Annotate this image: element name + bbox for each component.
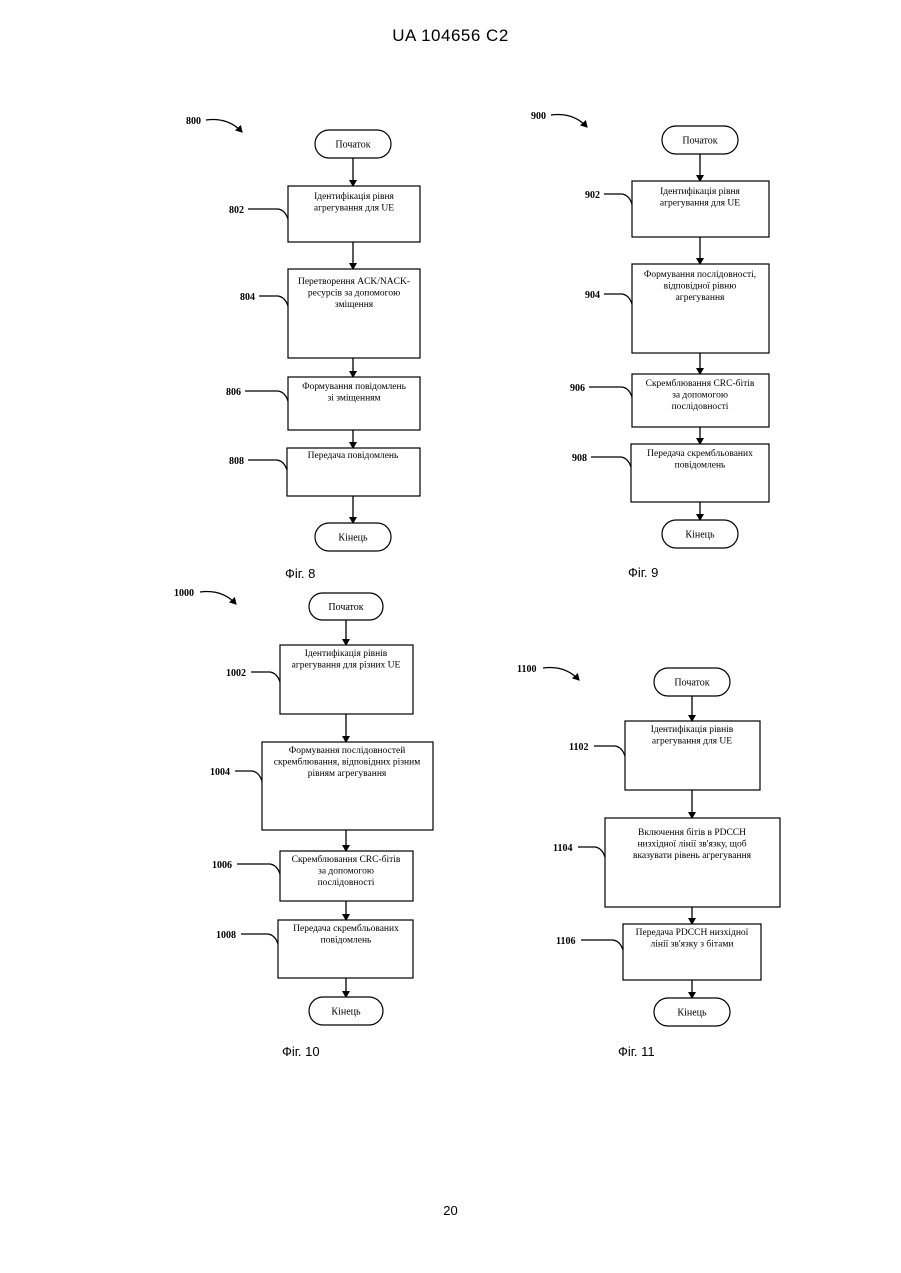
step-reference-leader [259,296,288,306]
figure-900-flowchart: 900ПочатокІдентифікація рівня агрегування… [531,111,769,580]
start-label: Початок [682,136,717,147]
step-reference-label: 806 [226,387,241,398]
step-reference-label: 808 [229,456,244,467]
figure-caption: Фіг. 9 [628,565,658,580]
process-step-text: рівням агрегування [308,769,387,779]
reference-pointer-arrow [200,592,236,605]
page-number: 20 [0,1203,901,1218]
step-reference-leader [578,847,605,857]
reference-pointer-arrow [206,120,242,133]
step-reference-label: 1104 [553,843,572,854]
end-label: Кінець [685,530,715,541]
start-label: Початок [328,602,363,613]
process-step-text: повідомлень [321,936,372,946]
process-step-text: Ідентифікація рівнів [651,724,734,735]
process-step-text: Передача скрембльованих [293,923,399,934]
process-step-text: повідомлень [675,461,726,471]
process-step-text: за допомогою [318,867,374,877]
process-step-text: скремблювання, відповідних різним [274,757,420,768]
process-step-text: низхідної лінії зв'язку, щоб [637,839,746,850]
process-step-text: агрегування для UE [652,737,732,747]
step-reference-label: 1004 [210,767,230,778]
process-step-text: послідовності [318,878,375,888]
figure-caption: Фіг. 10 [282,1044,320,1059]
process-step-text: лінії зв'язку з бітами [651,939,734,950]
step-reference-leader [604,294,632,304]
process-step-text: вказувати рівень агрегування [633,851,752,861]
process-step-text: Формування повідомлень [302,382,407,392]
step-reference-leader [591,457,631,467]
process-step-text: агрегування для UE [660,199,740,209]
process-step-text: Скремблювання CRC-бітів [292,854,401,865]
step-reference-leader [594,746,625,756]
process-step-text: Передача PDCCH низхідної [636,928,749,938]
step-reference-label: 1002 [226,668,246,679]
step-reference-leader [589,387,632,397]
process-step-text: ресурсів за допомогою [308,289,400,299]
start-label: Початок [335,140,370,151]
reference-pointer-arrow [551,115,587,128]
figure-reference-label: 1000 [174,588,194,599]
process-step-text: Передача повідомлень [308,451,399,461]
figure-1100-flowchart: 1100ПочатокІдентифікація рівнів агрегуван… [517,664,780,1059]
step-reference-leader [237,864,280,874]
step-reference-leader [604,194,632,204]
step-reference-label: 1008 [216,930,236,941]
process-step-text: Передача скрембльованих [647,448,753,459]
figure-caption: Фіг. 8 [285,566,315,581]
step-reference-label: 1102 [569,742,588,753]
figure-reference-label: 800 [186,116,201,127]
process-step-text: агрегування [676,293,725,303]
figure-reference-label: 900 [531,111,546,122]
step-reference-label: 902 [585,190,600,201]
process-step-text: Формування послідовності, [644,270,756,280]
process-step-text: Включення бітів в PDCCH [638,827,746,838]
process-step-text: Ідентифікація рівня [660,186,740,197]
process-step-text: Ідентифікація рівня [314,191,394,202]
step-reference-leader [248,209,288,219]
process-step-text: Перетворення ACK/NACK- [298,277,410,287]
end-label: Кінець [331,1007,361,1018]
step-reference-label: 1006 [212,860,232,871]
process-step-text: відповідної рівню [664,282,737,292]
figure-1000-flowchart: 1000ПочатокІдентифікація рівнів агрегуван… [174,588,433,1059]
figure-800-flowchart: 800ПочатокІдентифікація рівня агрегування… [186,116,420,581]
process-step-text: агрегування для UE [314,204,394,214]
step-reference-label: 1106 [556,936,575,947]
figure-caption: Фіг. 11 [618,1044,655,1059]
step-reference-leader [245,391,288,401]
process-step-text: Скремблювання CRC-бітів [646,378,755,389]
process-step-text: за допомогою [672,391,728,401]
process-step-text: агрегування для різних UE [292,661,401,671]
process-step-text: зі зміщенням [327,394,380,404]
step-reference-leader [241,934,278,944]
start-label: Початок [674,678,709,689]
end-label: Кінець [677,1008,707,1019]
end-label: Кінець [338,533,368,544]
process-step-text: зміщення [335,300,374,310]
step-reference-label: 804 [240,292,255,303]
step-reference-label: 906 [570,383,585,394]
process-step-text: Формування послідовностей [289,745,406,756]
step-reference-leader [235,771,262,781]
step-reference-label: 904 [585,290,600,301]
step-reference-label: 802 [229,205,244,216]
step-reference-leader [251,672,280,682]
process-step-text: Ідентифікація рівнів [305,648,388,659]
step-reference-leader [248,460,287,470]
process-step-text: послідовності [672,402,729,412]
step-reference-leader [581,940,623,950]
reference-pointer-arrow [543,668,579,681]
figure-reference-label: 1100 [517,664,536,675]
step-reference-label: 908 [572,453,587,464]
